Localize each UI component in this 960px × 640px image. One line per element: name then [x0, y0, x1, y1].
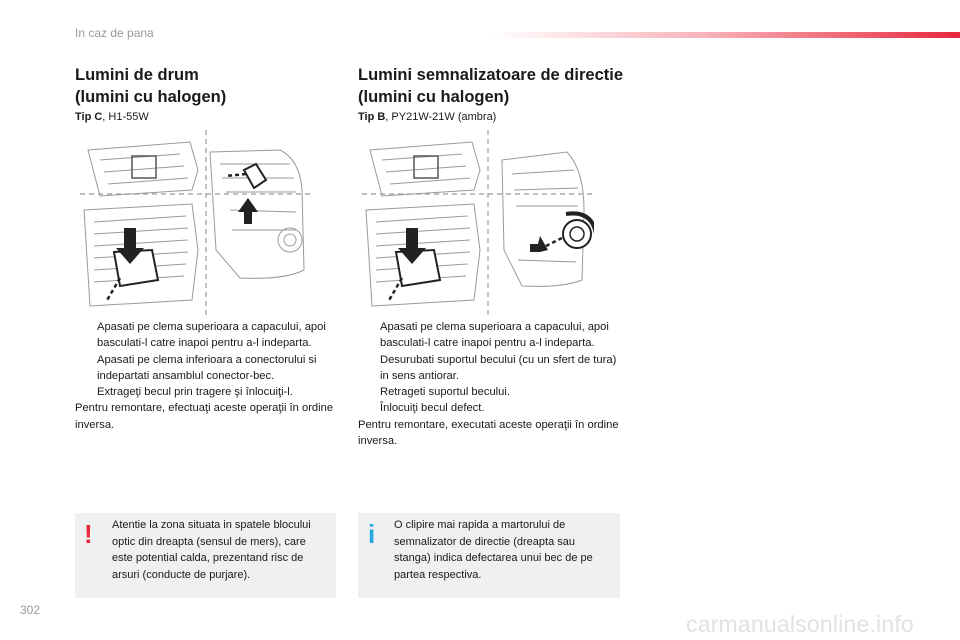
left-step-2-text: Apasati pe clema inferioara a conectorul…: [97, 353, 317, 382]
right-step-1: Apasati pe clema superioara a capacului,…: [358, 319, 620, 352]
left-title-line2: (lumini cu halogen): [75, 88, 227, 106]
left-tip-label: Tip C: [75, 111, 103, 123]
right-step-1-text: Apasati pe clema superioara a capacului,…: [380, 321, 609, 350]
page-number: 302: [20, 603, 41, 617]
watermark: carmanualsonline.info: [686, 611, 914, 637]
right-title-line1: Lumini semnalizatoare de directie: [358, 66, 623, 84]
left-instructions: Apasati pe clema superioara a capacului,…: [75, 319, 337, 433]
left-tip-value: , H1-55W: [102, 111, 149, 123]
right-section-title: Lumini semnalizatoare de directie (lumin…: [358, 64, 623, 108]
right-tip-label: Tip B: [358, 111, 386, 123]
left-warning-note: ! Atentie la zona situata in spatele blo…: [75, 513, 336, 598]
left-step-3-text: Extrageţi becul prin tragere şi înlocuiţ…: [97, 386, 293, 399]
right-title-line2: (lumini cu halogen): [358, 88, 510, 106]
right-step-3-text: Retrageti suportul becului.: [380, 386, 510, 399]
left-note-text: Atentie la zona situata in spatele blocu…: [112, 519, 311, 581]
right-step-3: Retrageti suportul becului.: [358, 384, 620, 400]
left-illustration: [80, 130, 312, 315]
left-step-1-text: Apasati pe clema superioara a capacului,…: [97, 321, 326, 350]
right-step-2: Desurubati suportul becului (cu un sfert…: [358, 352, 620, 385]
right-tip: Tip B, PY21W-21W (ambra): [358, 111, 496, 123]
left-step-3: Extrageţi becul prin tragere şi înlocuiţ…: [75, 384, 337, 400]
left-section-title: Lumini de drum (lumini cu halogen): [75, 64, 226, 108]
left-closing: Pentru remontare, efectuaţi aceste opera…: [75, 402, 334, 431]
info-icon: i: [368, 519, 376, 549]
right-instructions: Apasati pe clema superioara a capacului,…: [358, 319, 620, 449]
header-accent-bar: [490, 32, 960, 38]
right-closing: Pentru remontare, executati aceste opera…: [358, 418, 619, 448]
right-note-text: O clipire mai rapida a martorului de sem…: [394, 519, 593, 581]
left-title-line1: Lumini de drum: [75, 66, 199, 84]
left-step-2: Apasati pe clema inferioara a conectorul…: [75, 352, 337, 385]
left-tip: Tip C, H1-55W: [75, 111, 149, 123]
right-step-2-text: Desurubati suportul becului (cu un sfert…: [380, 353, 617, 382]
header-title: In caz de pana: [75, 26, 154, 40]
right-illustration: [362, 130, 594, 315]
right-info-note: i O clipire mai rapida a martorului de s…: [358, 513, 620, 598]
warning-exclamation-icon: !: [84, 519, 93, 549]
left-step-1: Apasati pe clema superioara a capacului,…: [75, 319, 337, 352]
right-tip-value: , PY21W-21W (ambra): [385, 111, 497, 123]
right-step-4: Înlocuiţi becul defect.: [358, 400, 620, 416]
right-step-4-text: Înlocuiţi becul defect.: [380, 402, 485, 415]
